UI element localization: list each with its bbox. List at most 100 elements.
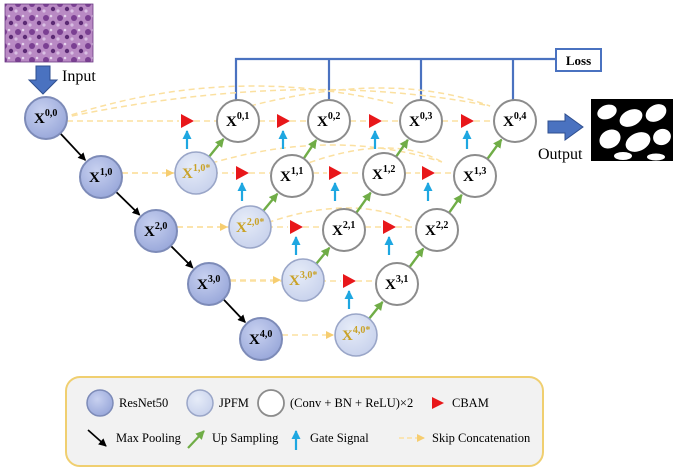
loss-box: Loss xyxy=(555,48,602,72)
down-arrow-icon xyxy=(27,65,59,95)
upsample-arrow xyxy=(315,247,331,265)
node-x20s: X2,0* xyxy=(228,205,272,249)
node-superscript: 1,2 xyxy=(383,164,396,175)
svg-text:X0,3: X0,3 xyxy=(409,111,432,130)
node-x30s: X3,0* xyxy=(281,258,325,302)
cbam-icon xyxy=(369,114,382,128)
svg-text:X2,0: X2,0 xyxy=(144,221,167,240)
node-base-label: X xyxy=(503,114,514,130)
legend-cbam-icon xyxy=(432,397,444,409)
node-base-label: X xyxy=(226,114,237,130)
legend-skip-label: Skip Concatenation xyxy=(432,431,531,445)
node-x03: X0,3 xyxy=(399,99,443,143)
upsample-arrow xyxy=(395,139,409,158)
input-label: Input xyxy=(62,68,96,85)
legend-jpfm-label: JPFM xyxy=(219,396,249,410)
legend-maxpool-label: Max Pooling xyxy=(116,431,182,445)
node-x13: X1,3 xyxy=(453,154,497,198)
svg-text:X1,3: X1,3 xyxy=(463,166,486,185)
node-base-label: X xyxy=(425,223,436,239)
node-superscript: 4,0 xyxy=(260,329,273,340)
node-x01: X0,1 xyxy=(216,99,260,143)
loss-connector-lines xyxy=(234,57,556,104)
node-superscript: 0,2 xyxy=(328,111,341,122)
legend-conv-swatch xyxy=(257,389,285,417)
svg-text:X1,0*: X1,0* xyxy=(182,163,210,182)
node-superscript: 2,0 xyxy=(155,221,168,232)
legend-upsample-arrow xyxy=(187,430,205,449)
node-x00: X0,0 xyxy=(24,96,68,140)
upsample-arrow xyxy=(355,191,372,214)
node-superscript: 4,0* xyxy=(353,325,371,336)
legend-jpfm-swatch xyxy=(186,389,214,417)
legend-cbam-label: CBAM xyxy=(452,396,489,410)
node-base-label: X xyxy=(463,169,474,185)
node-x21: X2,1 xyxy=(322,208,366,252)
maxpool-arrow xyxy=(59,132,86,161)
input-image xyxy=(4,3,94,63)
upsample-arrow xyxy=(408,247,425,268)
svg-text:X1,2: X1,2 xyxy=(372,164,395,183)
cbam-icon xyxy=(461,114,474,128)
node-superscript: 2,0* xyxy=(247,217,265,228)
cbam-icon xyxy=(422,166,435,180)
cbam-icon xyxy=(329,166,342,180)
svg-text:X3,0*: X3,0* xyxy=(289,270,317,289)
node-superscript: 3,0 xyxy=(208,274,221,285)
node-x30: X3,0 xyxy=(187,262,231,306)
output-image xyxy=(591,99,673,161)
maxpool-arrow xyxy=(222,298,246,324)
legend-conv-label: (Conv + BN + ReLU)×2 xyxy=(290,396,413,410)
node-base-label: X xyxy=(385,277,396,293)
svg-text:X2,2: X2,2 xyxy=(425,220,448,239)
svg-text:X0,2: X0,2 xyxy=(317,111,340,130)
node-superscript: 0,4 xyxy=(514,111,527,122)
cbam-icon xyxy=(181,114,194,128)
svg-text:X3,1: X3,1 xyxy=(385,274,408,293)
svg-text:X0,0: X0,0 xyxy=(34,108,57,127)
upsample-arrow xyxy=(262,192,279,212)
node-base-label: X xyxy=(249,332,260,348)
legend-gate-label: Gate Signal xyxy=(310,431,369,445)
node-base-label: X xyxy=(342,328,353,344)
right-arrow-icon xyxy=(547,113,584,141)
node-base-label: X xyxy=(144,224,155,240)
node-base-label: X xyxy=(409,114,420,130)
node-base-label: X xyxy=(197,277,208,293)
loss-label: Loss xyxy=(566,53,591,68)
node-superscript: 1,1 xyxy=(291,166,304,177)
node-x10s: X1,0* xyxy=(174,151,218,195)
output-label: Output xyxy=(538,146,583,163)
node-superscript: 2,1 xyxy=(343,220,356,231)
legend: ResNet50 JPFM (Conv + BN + ReLU)×2 CBAM … xyxy=(65,376,544,467)
node-superscript: 1,0 xyxy=(100,167,113,178)
svg-text:X0,4: X0,4 xyxy=(503,111,526,130)
node-superscript: 3,1 xyxy=(396,274,409,285)
node-x22: X2,2 xyxy=(415,208,459,252)
node-superscript: 0,1 xyxy=(237,111,250,122)
upsample-arrow xyxy=(208,138,225,158)
node-base-label: X xyxy=(372,167,383,183)
node-base-label: X xyxy=(182,166,193,182)
node-x31: X3,1 xyxy=(375,262,419,306)
svg-text:X3,0: X3,0 xyxy=(197,274,220,293)
node-superscript: 1,0* xyxy=(193,163,211,174)
maxpool-arrow xyxy=(115,191,141,216)
legend-upsample-label: Up Sampling xyxy=(212,431,279,445)
node-superscript: 0,0 xyxy=(45,108,58,119)
node-x10: X1,0 xyxy=(79,155,123,199)
node-superscript: 0,3 xyxy=(420,111,433,122)
svg-text:X2,0*: X2,0* xyxy=(236,217,264,236)
svg-text:X4,0: X4,0 xyxy=(249,329,272,348)
node-base-label: X xyxy=(34,111,45,127)
node-x20: X2,0 xyxy=(134,209,178,253)
node-x40: X4,0 xyxy=(239,317,283,361)
cbam-icon xyxy=(290,220,303,234)
legend-resnet-label: ResNet50 xyxy=(119,396,168,410)
skip-curves xyxy=(61,85,491,227)
legend-maxpool-arrow xyxy=(87,429,107,447)
svg-text:X4,0*: X4,0* xyxy=(342,325,370,344)
node-base-label: X xyxy=(236,220,247,236)
svg-text:X2,1: X2,1 xyxy=(332,220,355,239)
